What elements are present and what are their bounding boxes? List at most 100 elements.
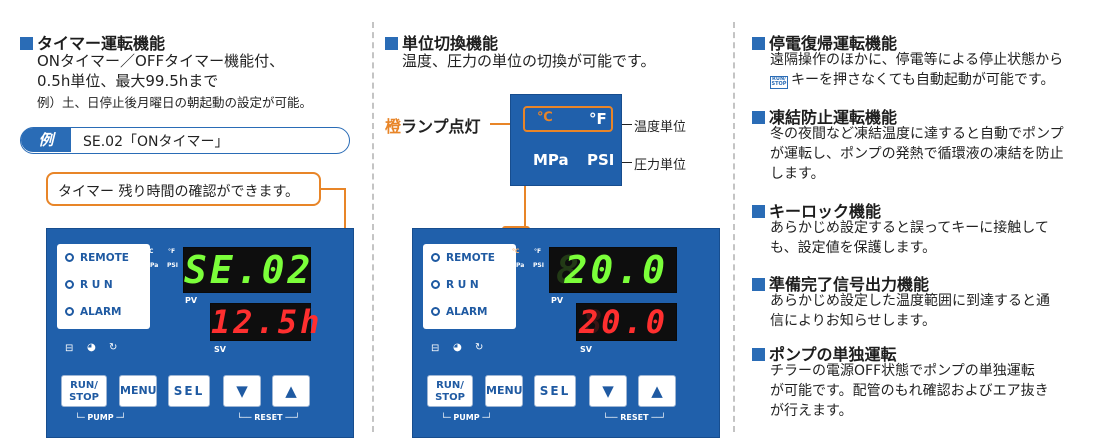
pressure-unit-connector — [622, 162, 632, 163]
ready-signal-section-title: 準備完了信号出力機能 — [752, 271, 929, 295]
bullet-square-icon — [20, 37, 33, 50]
led-run: R U N — [431, 279, 479, 291]
pressure-unit-label: 圧力単位 — [634, 158, 687, 173]
timer-desc-line2: 0.5h単位、最大99.5hまで — [37, 72, 219, 90]
pump-solo-line3: が行えます。 — [770, 403, 853, 419]
keylock-line1: あらかじめ設定すると誤ってキーに接触して — [770, 220, 1049, 236]
run-stop-key-icon: RUN/STOP — [770, 75, 788, 89]
timer-icon: ⊟ — [431, 343, 440, 354]
ready-signal-line2: 信によりお知らせします。 — [770, 313, 937, 329]
bullet-square-icon — [752, 205, 765, 218]
timer-callout-text: タイマー 残り時間の確認ができます。 — [58, 184, 300, 200]
timer-callout: タイマー 残り時間の確認ができます。 — [46, 172, 321, 206]
unit-switch-section-title: 単位切換機能 — [385, 30, 498, 54]
pump-solo-line1: チラーの電源OFF状態でポンプの単独運転 — [770, 363, 1035, 379]
led-dot-icon — [65, 307, 74, 316]
unit-mpa-label: MPa — [144, 262, 159, 269]
clock-icon: ◕ — [453, 342, 462, 353]
timer-desc-line3: 例）土、日停止後月曜日の朝起動の設定が可能。 — [37, 95, 313, 110]
example-bar: 例 SE.02「ONタイマー」 — [20, 127, 350, 154]
mpa-symbol: MPa — [533, 151, 569, 169]
down-button[interactable]: ▼ — [589, 375, 627, 407]
celsius-symbol: ℃ — [537, 110, 553, 125]
pv-display: 8 20.0 — [549, 247, 677, 293]
led-dot-icon — [65, 280, 74, 289]
led-dot-icon — [65, 253, 74, 262]
timer-desc-line1: ONタイマー／OFFタイマー機能付、 — [37, 52, 285, 70]
pump-group-label: └─ PUMP ─┘ — [75, 413, 127, 422]
temp-unit-label: 温度単位 — [634, 120, 687, 135]
status-led-box: REMOTE R U N ALARM — [423, 244, 516, 329]
led-dot-icon — [431, 253, 440, 262]
sv-value: 20.0 — [578, 303, 668, 341]
sv-value: 12.5h — [211, 303, 323, 341]
run-stop-button[interactable]: RUN/ STOP — [61, 375, 107, 407]
power-recovery-section-title: 停電復帰運転機能 — [752, 30, 897, 54]
pump-solo-section-title: ポンプの単独運転 — [752, 341, 897, 365]
antifreeze-section-title: 凍結防止運転機能 — [752, 104, 897, 128]
pv-ghost-digit: 8 — [556, 248, 582, 292]
down-button[interactable]: ▼ — [223, 375, 261, 407]
status-led-box: REMOTE R U N ALARM — [57, 244, 150, 329]
reset-group-label: └── RESET ──┘ — [237, 413, 300, 422]
led-remote: REMOTE — [65, 252, 129, 264]
run-stop-button[interactable]: RUN/ STOP — [427, 375, 473, 407]
antifreeze-line3: します。 — [770, 166, 825, 182]
menu-button[interactable]: MENU — [485, 375, 523, 407]
up-button[interactable]: ▲ — [272, 375, 310, 407]
menu-button[interactable]: MENU — [119, 375, 157, 407]
pump-group-label: └─ PUMP ─┘ — [441, 413, 493, 422]
unit-indicator-panel: ℃ °F MPa PSI — [510, 94, 622, 186]
power-recovery-line1: 遠隔操作のほかに、停電等による停止状態から — [770, 52, 1064, 68]
unit-psi-label: PSI — [167, 262, 178, 269]
cycle-icon: ↻ — [109, 342, 118, 353]
controller-panel-unit: REMOTE R U N ALARM °C °F MPa PSI 8 20.0 … — [412, 228, 720, 438]
reset-group-label: └── RESET ──┘ — [603, 413, 666, 422]
led-run: R U N — [65, 279, 113, 291]
pump-solo-line2: が可能です。配管のもれ確認およびエア抜き — [770, 383, 1049, 399]
column-divider-2 — [733, 22, 735, 432]
example-text: SE.02「ONタイマー」 — [83, 134, 229, 150]
ready-signal-line1: あらかじめ設定した温度範囲に到達すると通 — [770, 293, 1050, 309]
unit-connector-line — [524, 186, 526, 226]
timer-icon: ⊟ — [65, 343, 74, 354]
antifreeze-line2: が運転し、ポンプの発熱で循環液の凍結を防止 — [770, 146, 1064, 162]
led-alarm: ALARM — [65, 306, 121, 318]
bullet-square-icon — [752, 37, 765, 50]
sv-display: 8 20.0 — [576, 303, 677, 341]
bullet-square-icon — [385, 37, 398, 50]
unit-f-label: °F — [168, 248, 176, 255]
unit-psi-label: PSI — [533, 262, 544, 269]
controller-panel-timer: REMOTE R U N ALARM °C °F MPa PSI SE.02 P… — [46, 228, 354, 438]
example-tag: 例 — [21, 128, 71, 152]
sv-label: SV — [580, 345, 592, 354]
bullet-square-icon — [752, 278, 765, 291]
sv-display: 12.5h — [210, 303, 323, 341]
lamp-on-label: 橙ランプ点灯 — [385, 117, 481, 136]
up-button[interactable]: ▲ — [638, 375, 676, 407]
pv-label: PV — [551, 296, 564, 305]
fahrenheit-symbol: °F — [589, 110, 607, 128]
sv-ghost-digit: 8 — [583, 303, 606, 341]
psi-symbol: PSI — [587, 151, 615, 169]
led-dot-icon — [431, 280, 440, 289]
clock-icon: ◕ — [87, 342, 96, 353]
unit-mpa-label: MPa — [510, 262, 525, 269]
led-dot-icon — [431, 307, 440, 316]
keylock-line2: も、設定値を保護します。 — [770, 240, 937, 256]
led-remote: REMOTE — [431, 252, 495, 264]
sel-button[interactable]: SEL — [534, 375, 576, 407]
column-divider-1 — [372, 22, 374, 432]
sv-label: SV — [214, 345, 226, 354]
timer-section-title: タイマー運転機能 — [20, 30, 165, 54]
pv-label: PV — [185, 296, 198, 305]
bullet-square-icon — [752, 348, 765, 361]
active-unit-highlight — [523, 106, 613, 132]
pv-value: 20.0 — [564, 248, 668, 292]
sel-button[interactable]: SEL — [168, 375, 210, 407]
keylock-section-title: キーロック機能 — [752, 198, 881, 222]
antifreeze-line1: 冬の夜間など凍結温度に達すると自動でポンプ — [770, 126, 1064, 142]
bullet-square-icon — [752, 111, 765, 124]
unit-switch-desc: 温度、圧力の単位の切換が可能です。 — [402, 52, 656, 70]
